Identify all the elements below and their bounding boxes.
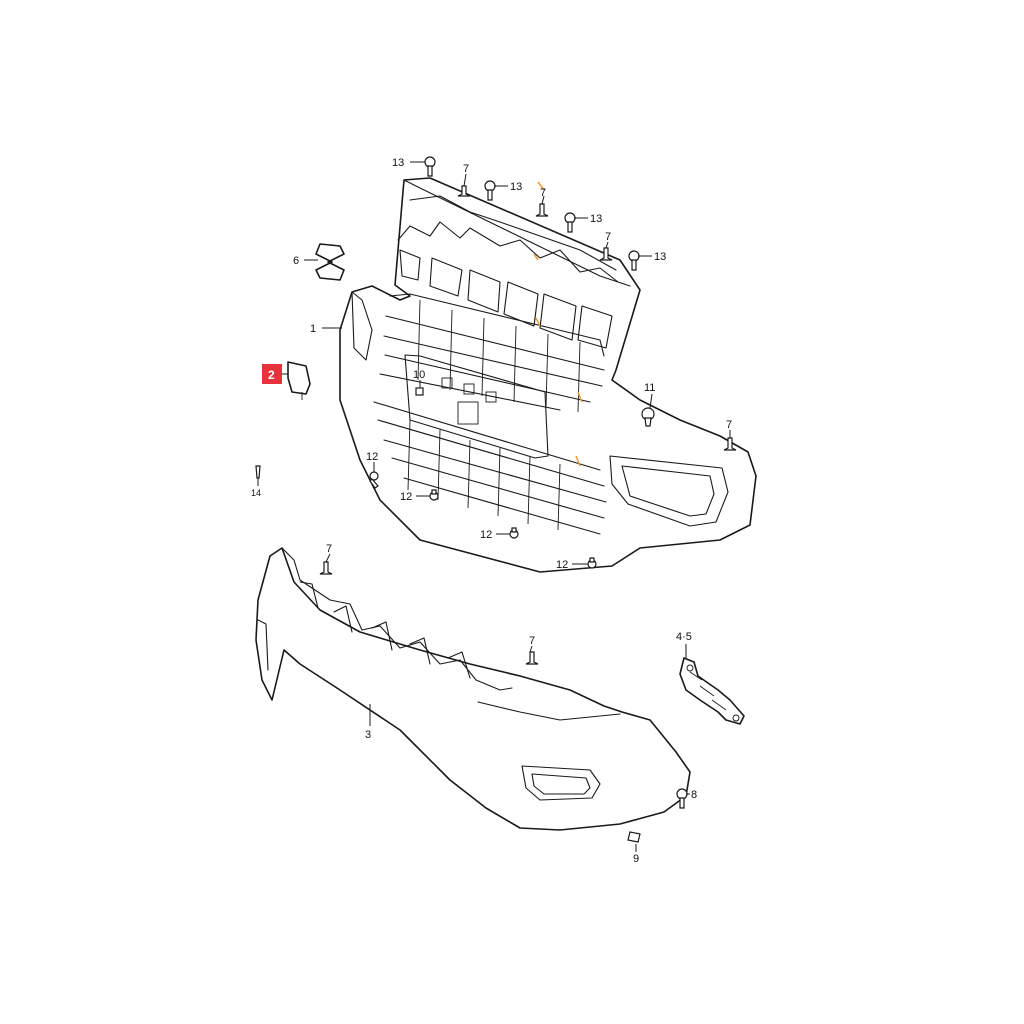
callout-7a: 7: [463, 163, 469, 175]
callout-7c: 7: [605, 231, 611, 243]
bolt-13a: [424, 156, 436, 177]
clip-7a: [457, 185, 471, 197]
callout-13d: 13: [654, 251, 666, 263]
bolt-13c: [564, 212, 576, 233]
clip-8: [676, 788, 688, 809]
callout-2-highlight: [262, 364, 282, 384]
callout-3: 3: [365, 729, 371, 741]
callout-14: 14: [251, 488, 261, 498]
clip-7b: [535, 203, 549, 217]
callout-1: 1: [310, 323, 316, 335]
callout-12b: 12: [400, 491, 412, 503]
screw-12d: [587, 557, 597, 569]
leader-lines: [257, 161, 731, 852]
callout-4-5: 4·5: [676, 631, 692, 643]
callout-12a: 12: [366, 451, 378, 463]
front-bumper-assembly[interactable]: [339, 177, 757, 573]
callout-8: 8: [691, 789, 697, 801]
callout-7f: 7: [529, 635, 535, 647]
side-bracket[interactable]: [679, 657, 745, 725]
clip-14: [255, 465, 261, 479]
callout-7e: 7: [326, 543, 332, 555]
nut-9: [627, 831, 641, 843]
clip-7f: [525, 651, 539, 665]
screw-12b: [429, 489, 439, 501]
callout-2: 2: [268, 368, 275, 382]
callout-9: 9: [633, 853, 639, 865]
callout-6: 6: [293, 255, 299, 267]
bolt-13d: [628, 250, 640, 271]
bolt-13b: [484, 180, 496, 201]
callout-13a: 13: [392, 157, 404, 169]
callout-10: 10: [413, 369, 425, 381]
emblem[interactable]: [315, 243, 345, 281]
clip-11: [641, 407, 655, 427]
callout-7d: 7: [726, 419, 732, 431]
callout-13b: 13: [510, 181, 522, 193]
callout-12d: 12: [556, 559, 568, 571]
callout-11: 11: [644, 382, 655, 394]
clip-7d: [723, 437, 737, 451]
callout-labels: 1 2 3 4·5 6 7 7 7 7 7 7 8 9 10 11 12 12 …: [251, 157, 732, 865]
fasteners: [255, 156, 737, 843]
clip-7e: [319, 561, 333, 575]
tow-hook-cap[interactable]: [287, 361, 311, 400]
callout-13c: 13: [590, 213, 602, 225]
clip-7c: [599, 247, 613, 261]
lower-bumper-cover[interactable]: [255, 547, 691, 831]
nut-10: [415, 387, 424, 396]
callout-7b: 7: [540, 187, 546, 199]
callout-12c: 12: [480, 529, 492, 541]
